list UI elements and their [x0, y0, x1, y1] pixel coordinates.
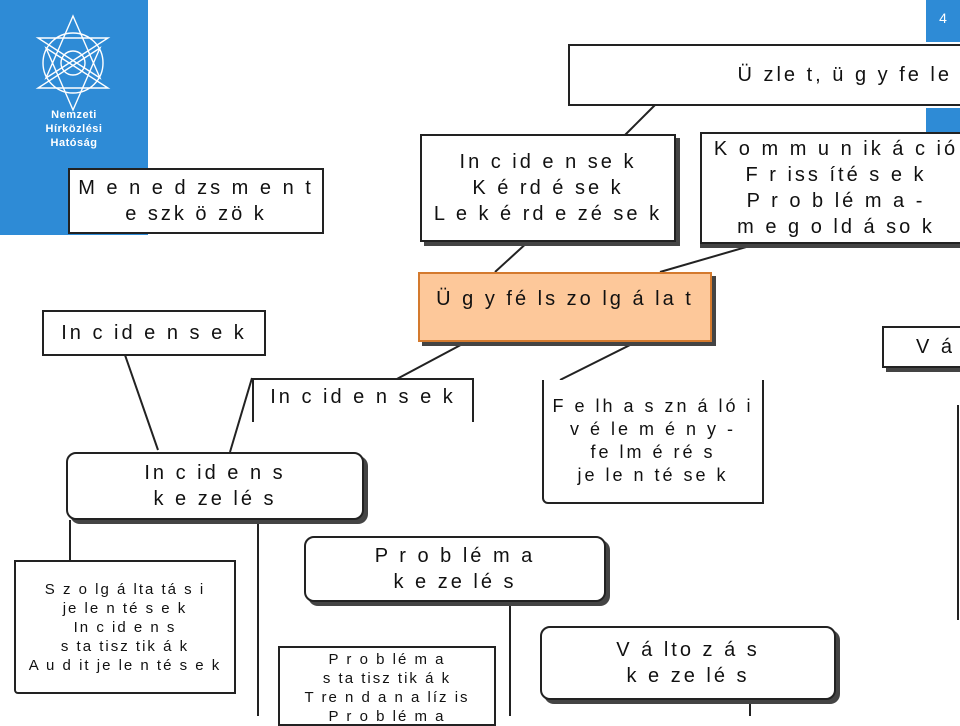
node-va-label: V á	[916, 336, 956, 358]
node-incidensek-top-line-2: K é rd é se k	[472, 177, 624, 199]
node-incidens-kezeles: In c id e n s k e ze lé s	[66, 452, 364, 520]
node-menedzsment-eszkozok: M e n e d zs m e n t e szk ö zö k	[68, 168, 324, 234]
node-komm-line-4: m e g o ld á so k	[737, 216, 935, 238]
node-problema-kezeles: P r o b lé m a k e ze lé s	[304, 536, 606, 602]
connector-ugyfel-komm	[659, 242, 761, 273]
slide-number: 4	[926, 0, 960, 42]
org-line-1: Nemzeti	[51, 109, 97, 121]
node-felhasz-line-1: F e lh a s zn á ló i	[552, 396, 754, 416]
node-szolg-line-5: A u d it je le n té s e k	[28, 656, 222, 674]
node-uzlet-label: Ü zle t, ü g y fe le	[737, 64, 952, 86]
node-felhasznaloi-velemeny: F e lh a s zn á ló i v é le m é n y - fe…	[542, 380, 764, 504]
node-incidensek-mid: In c id e n s e k	[252, 378, 474, 422]
node-incidensek-mid-label: In c id e n s e k	[270, 386, 456, 408]
connector-uzlet-komm	[624, 104, 656, 136]
org-line-2: Hírközlési	[45, 123, 103, 135]
node-valtozas-line-1: V á lto z á s	[616, 639, 760, 661]
node-probstat-line-1: P r o b lé m a	[328, 651, 446, 668]
node-incidensek-left-label: In c id e n s e k	[61, 322, 247, 344]
node-komm-line-1: K o m m u n ik á c ió	[713, 138, 959, 160]
connector-ugyfel-felhasz	[559, 339, 641, 381]
node-valtozas-kezeles: V á lto z á s k e ze lé s	[540, 626, 836, 700]
node-incidens-kezeles-line-1: In c id e n s	[144, 462, 286, 484]
node-szolg-line-1: S z o lg á lta tá s i	[44, 580, 206, 598]
node-szolg-line-4: s ta tisz tik á k	[60, 637, 190, 655]
node-komm-line-2: F r iss íté s e k	[745, 164, 927, 186]
connector-incleft-kezeles	[124, 354, 159, 451]
node-szolgaltatasi-jelentesek: S z o lg á lta tá s i je le n té s e k I…	[14, 560, 236, 694]
node-va-partial: V á	[882, 326, 960, 368]
connector-ugyfel-incmid	[394, 339, 471, 381]
node-kommunikacio: K o m m u n ik á c ió F r iss íté s e k …	[700, 132, 960, 244]
node-szolg-line-2: je le n té s e k	[62, 599, 188, 617]
node-incidens-kezeles-line-2: k e ze lé s	[153, 488, 277, 510]
node-problema-kezeles-line-2: k e ze lé s	[393, 571, 517, 593]
node-problema-statisztikak: P r o b lé m a s ta tisz tik á k T re n …	[278, 646, 496, 726]
node-problema-kezeles-line-1: P r o b lé m a	[374, 545, 536, 567]
node-probstat-line-4: P r o b lé m a	[328, 708, 446, 725]
node-felhasz-line-3: fe lm é ré s	[590, 442, 716, 462]
node-felhasz-line-2: v é le m é n y -	[569, 419, 737, 439]
node-incidensek-top-line-3: L e k é rd e zé se k	[433, 203, 663, 225]
node-probstat-line-2: s ta tisz tik á k	[322, 670, 452, 687]
node-ugyfelszolgalat-label: Ü g y fé ls zo lg á la t	[436, 288, 694, 310]
accent-strip	[926, 108, 960, 132]
node-szolg-line-3: In c id e n s	[73, 618, 177, 636]
node-probstat-line-3: T re n d a n a líz is	[304, 689, 470, 706]
connector-ugyfel-incid	[494, 239, 531, 273]
org-line-3: Hatóság	[50, 137, 98, 149]
node-incidensek-left: In c id e n s e k	[42, 310, 266, 356]
node-incidensek-kerdesek: In c id e n se k K é rd é se k L e k é r…	[420, 134, 676, 242]
node-komm-line-3: P r o b lé m a -	[746, 190, 926, 212]
node-uzlet-ugyfelek: Ü zle t, ü g y fe le	[568, 44, 960, 106]
connector-kezeles-incmid	[229, 377, 253, 453]
node-menedzsment-line-1: M e n e d zs m e n t	[78, 177, 314, 199]
node-felhasz-line-4: je le n té se k	[577, 465, 729, 485]
star-logo-icon	[35, 14, 111, 112]
node-incidensek-top-line-1: In c id e n se k	[459, 151, 637, 173]
node-menedzsment-line-2: e szk ö zö k	[125, 203, 267, 225]
node-ugyfelszolgalat: Ü g y fé ls zo lg á la t	[418, 272, 712, 342]
node-valtozas-line-2: k e ze lé s	[626, 665, 750, 687]
org-name: Nemzeti Hírközlési Hatóság	[0, 108, 148, 150]
